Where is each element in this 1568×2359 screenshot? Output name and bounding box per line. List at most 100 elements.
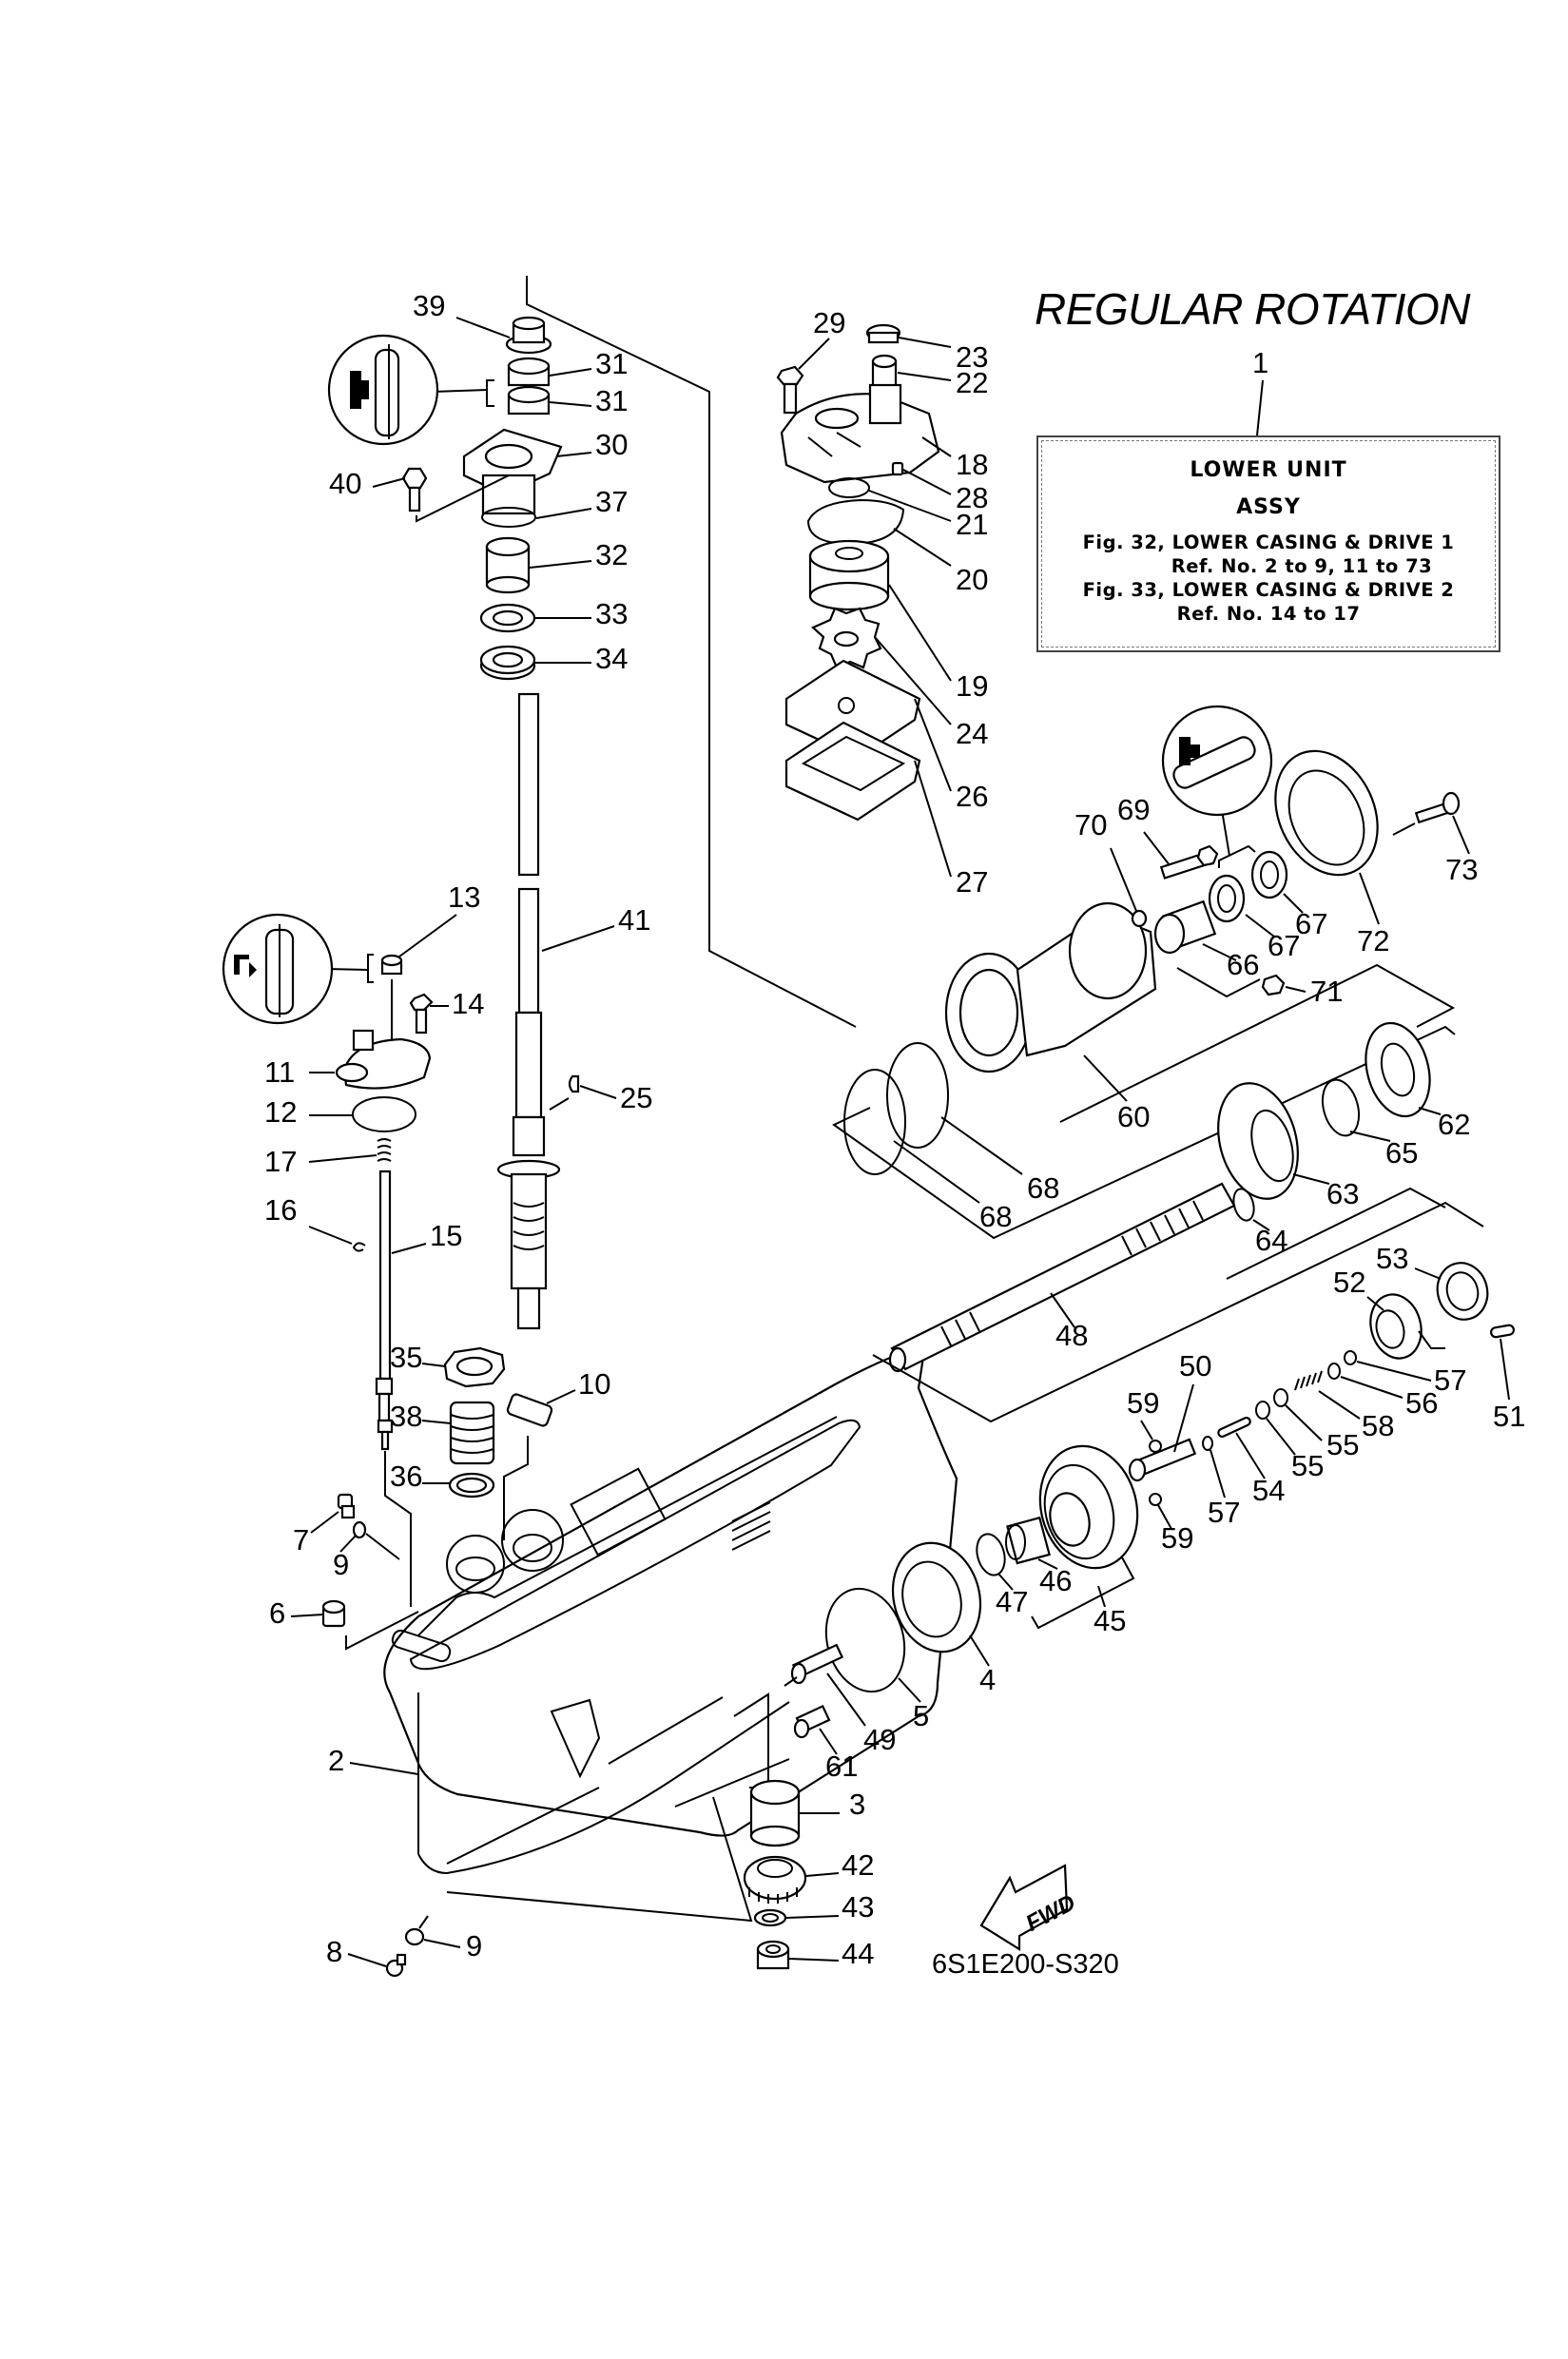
part-41-drive-shaft[interactable]: [496, 692, 561, 1330]
part-62-ball-bearing[interactable]: [1356, 1015, 1440, 1123]
callout-32[interactable]: 32: [595, 538, 628, 571]
callout-67-b[interactable]: 67: [1295, 907, 1327, 940]
part-39-bushing[interactable]: [505, 316, 552, 355]
callout-50[interactable]: 50: [1179, 1349, 1211, 1383]
callout-2[interactable]: 2: [328, 1744, 344, 1777]
callout-45[interactable]: 45: [1094, 1604, 1126, 1637]
callout-31-b[interactable]: 31: [595, 384, 628, 417]
callout-40[interactable]: 40: [329, 467, 361, 500]
part-11-shift-rod-bracket[interactable]: [335, 1029, 432, 1090]
callout-55-b[interactable]: 55: [1291, 1449, 1324, 1482]
callout-69[interactable]: 69: [1117, 793, 1150, 826]
part-34-thrust-bushing[interactable]: [479, 645, 536, 681]
callout-9-b[interactable]: 9: [466, 1929, 482, 1963]
callout-3[interactable]: 3: [849, 1788, 865, 1821]
part-45-reverse-gear[interactable]: [1027, 1435, 1151, 1578]
callout-58[interactable]: 58: [1362, 1409, 1394, 1442]
figure-ref-32[interactable]: Fig. 32, LOWER CASING & DRIVE 1: [1082, 532, 1455, 553]
part-18-pump-housing[interactable]: [780, 383, 940, 484]
part-56-washer[interactable]: [1327, 1363, 1341, 1380]
callout-1[interactable]: 1: [1252, 346, 1268, 379]
callout-29[interactable]: 29: [813, 306, 845, 339]
part-42-pinion[interactable]: [743, 1855, 807, 1904]
callout-28[interactable]: 28: [956, 481, 988, 514]
callout-9-a[interactable]: 9: [333, 1548, 349, 1581]
callout-26[interactable]: 26: [956, 780, 988, 813]
part-12-o-ring[interactable]: [352, 1096, 416, 1132]
callout-15[interactable]: 15: [430, 1219, 462, 1252]
part-3-needle-bearing[interactable]: [749, 1779, 801, 1847]
callout-68-a[interactable]: 68: [1027, 1171, 1059, 1205]
part-35-nut[interactable]: [443, 1346, 506, 1388]
callout-22[interactable]: 22: [956, 366, 988, 399]
callout-59-a[interactable]: 59: [1127, 1386, 1159, 1420]
part-61-bushing[interactable]: [793, 1704, 831, 1739]
callout-56[interactable]: 56: [1405, 1386, 1438, 1420]
part-44-nut[interactable]: [756, 1940, 790, 1970]
callout-65[interactable]: 65: [1385, 1136, 1418, 1170]
callout-35[interactable]: 35: [390, 1341, 422, 1374]
callout-44[interactable]: 44: [842, 1937, 874, 1970]
callout-62[interactable]: 62: [1438, 1108, 1470, 1141]
part-46-needle-bearing[interactable]: [1005, 1516, 1051, 1565]
callout-11[interactable]: 11: [264, 1055, 295, 1089]
callout-63[interactable]: 63: [1326, 1177, 1359, 1210]
callout-20[interactable]: 20: [956, 563, 988, 596]
callout-14[interactable]: 14: [452, 987, 484, 1020]
callout-34[interactable]: 34: [595, 642, 628, 675]
callout-18[interactable]: 18: [956, 448, 988, 481]
part-32-needle-bearing[interactable]: [485, 536, 531, 594]
part-64-shim[interactable]: [1230, 1187, 1257, 1223]
part-57-washer-b[interactable]: [1202, 1436, 1213, 1451]
callout-66[interactable]: 66: [1227, 948, 1259, 981]
callout-21[interactable]: 21: [956, 508, 988, 541]
callout-55-a[interactable]: 55: [1326, 1428, 1359, 1461]
part-33-washer[interactable]: [479, 603, 536, 633]
callout-43[interactable]: 43: [842, 1890, 874, 1924]
callout-10[interactable]: 10: [578, 1367, 610, 1401]
callout-8[interactable]: 8: [326, 1935, 342, 1968]
part-19-impeller-housing[interactable]: [808, 539, 890, 611]
part-50-shift-slider[interactable]: [1128, 1438, 1197, 1482]
callout-51[interactable]: 51: [1493, 1400, 1525, 1433]
part-57-washer-a[interactable]: [1344, 1350, 1357, 1365]
part-6-collar[interactable]: [321, 1599, 346, 1628]
part-48-propeller-shaft[interactable]: [888, 1182, 1236, 1373]
callout-13[interactable]: 13: [448, 880, 480, 914]
callout-30[interactable]: 30: [595, 428, 628, 461]
callout-27[interactable]: 27: [956, 865, 988, 899]
callout-52[interactable]: 52: [1333, 1266, 1365, 1299]
part-9-washer-upper[interactable]: [352, 1520, 367, 1539]
part-49-shift-plunger[interactable]: [790, 1643, 844, 1685]
callout-70[interactable]: 70: [1074, 808, 1107, 841]
callout-33[interactable]: 33: [595, 597, 628, 630]
callout-36[interactable]: 36: [390, 1460, 422, 1493]
part-59-ball-lower[interactable]: [1149, 1493, 1162, 1506]
part-27-gasket[interactable]: [784, 721, 921, 822]
part-58-spring[interactable]: [1294, 1370, 1323, 1391]
part-21-o-ring[interactable]: [828, 477, 870, 498]
part-10-anode[interactable]: [506, 1393, 553, 1427]
part-52-dog-clutch[interactable]: [1364, 1288, 1428, 1363]
callout-37[interactable]: 37: [595, 485, 628, 518]
part-55-ball-a[interactable]: [1273, 1388, 1288, 1407]
callout-25[interactable]: 25: [620, 1081, 652, 1114]
part-55-ball-b[interactable]: [1255, 1401, 1270, 1420]
part-54-plunger[interactable]: [1217, 1416, 1251, 1439]
callout-39[interactable]: 39: [413, 289, 445, 322]
part-69-bolt[interactable]: [1159, 844, 1219, 880]
part-29-bolt[interactable]: [776, 365, 804, 415]
part-23-seal-damper[interactable]: [865, 323, 901, 344]
callout-49[interactable]: 49: [863, 1723, 896, 1756]
callout-73[interactable]: 73: [1445, 853, 1478, 886]
callout-23[interactable]: 23: [956, 340, 988, 374]
part-60-shaft-housing[interactable]: [944, 901, 1157, 1073]
part-72-cap[interactable]: [1256, 734, 1397, 892]
figure-ref-33[interactable]: Fig. 33, LOWER CASING & DRIVE 2: [1082, 579, 1455, 601]
part-4-ball-bearing[interactable]: [881, 1533, 993, 1661]
part-7-bolt[interactable]: [337, 1493, 356, 1519]
callout-16[interactable]: 16: [264, 1193, 297, 1227]
callout-53[interactable]: 53: [1376, 1242, 1408, 1275]
callout-17[interactable]: 17: [264, 1145, 297, 1178]
callout-31-a[interactable]: 31: [595, 347, 628, 380]
